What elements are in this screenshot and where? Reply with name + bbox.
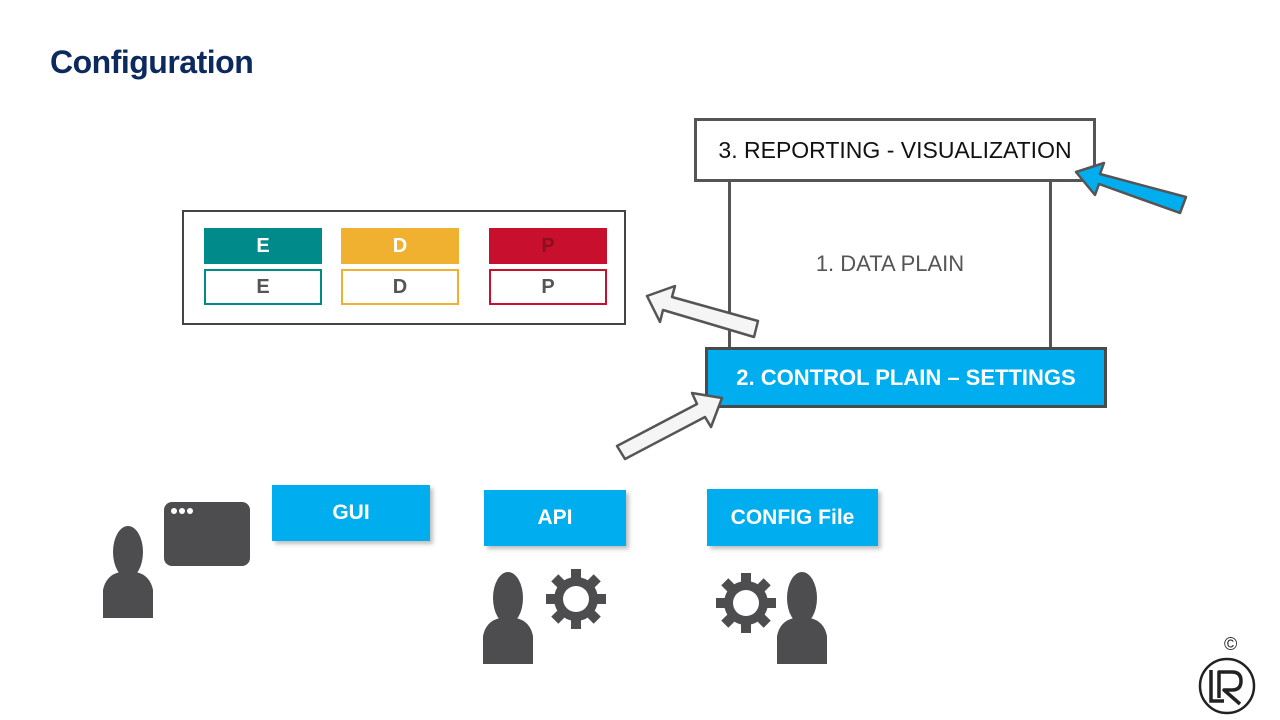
lr-logo: [1198, 657, 1256, 715]
gear-icon-api: [546, 569, 606, 629]
gui-box: GUI: [272, 485, 430, 541]
api-box: API: [484, 490, 626, 546]
gui-label: GUI: [332, 501, 370, 524]
reporting-label: 3. REPORTING - VISUALIZATION: [718, 136, 1072, 163]
edp-grid: E D P E D P: [182, 210, 626, 325]
edp-cell-d-solid: D: [341, 228, 459, 264]
person-icon: [103, 526, 153, 618]
data-plain-box: 1. DATA PLAIN: [728, 180, 1052, 352]
control-plain-label: 2. CONTROL PLAIN – SETTINGS: [736, 364, 1076, 390]
config-file-box: CONFIG File: [707, 489, 878, 546]
api-label: API: [537, 506, 573, 529]
edp-cell-e-solid: E: [204, 228, 322, 264]
data-plain-label: 1. DATA PLAIN: [815, 251, 965, 276]
slide-title: Configuration: [50, 44, 254, 80]
copyright-symbol: ©: [1224, 634, 1238, 654]
config-file-label: CONFIG File: [730, 505, 855, 529]
edp-cell-e-outline: E: [204, 269, 322, 305]
person-icon-config: [777, 572, 827, 664]
gear-icon-config: [716, 573, 776, 633]
browser-window-icon: [164, 502, 250, 566]
edp-cell-d-outline: D: [341, 269, 459, 305]
edp-cell-p-solid: P: [489, 228, 607, 264]
control-plain-box: 2. CONTROL PLAIN – SETTINGS: [705, 347, 1107, 408]
person-icon-api: [483, 572, 533, 664]
edp-cell-p-outline: P: [489, 269, 607, 305]
reporting-box: 3. REPORTING - VISUALIZATION: [694, 118, 1096, 182]
